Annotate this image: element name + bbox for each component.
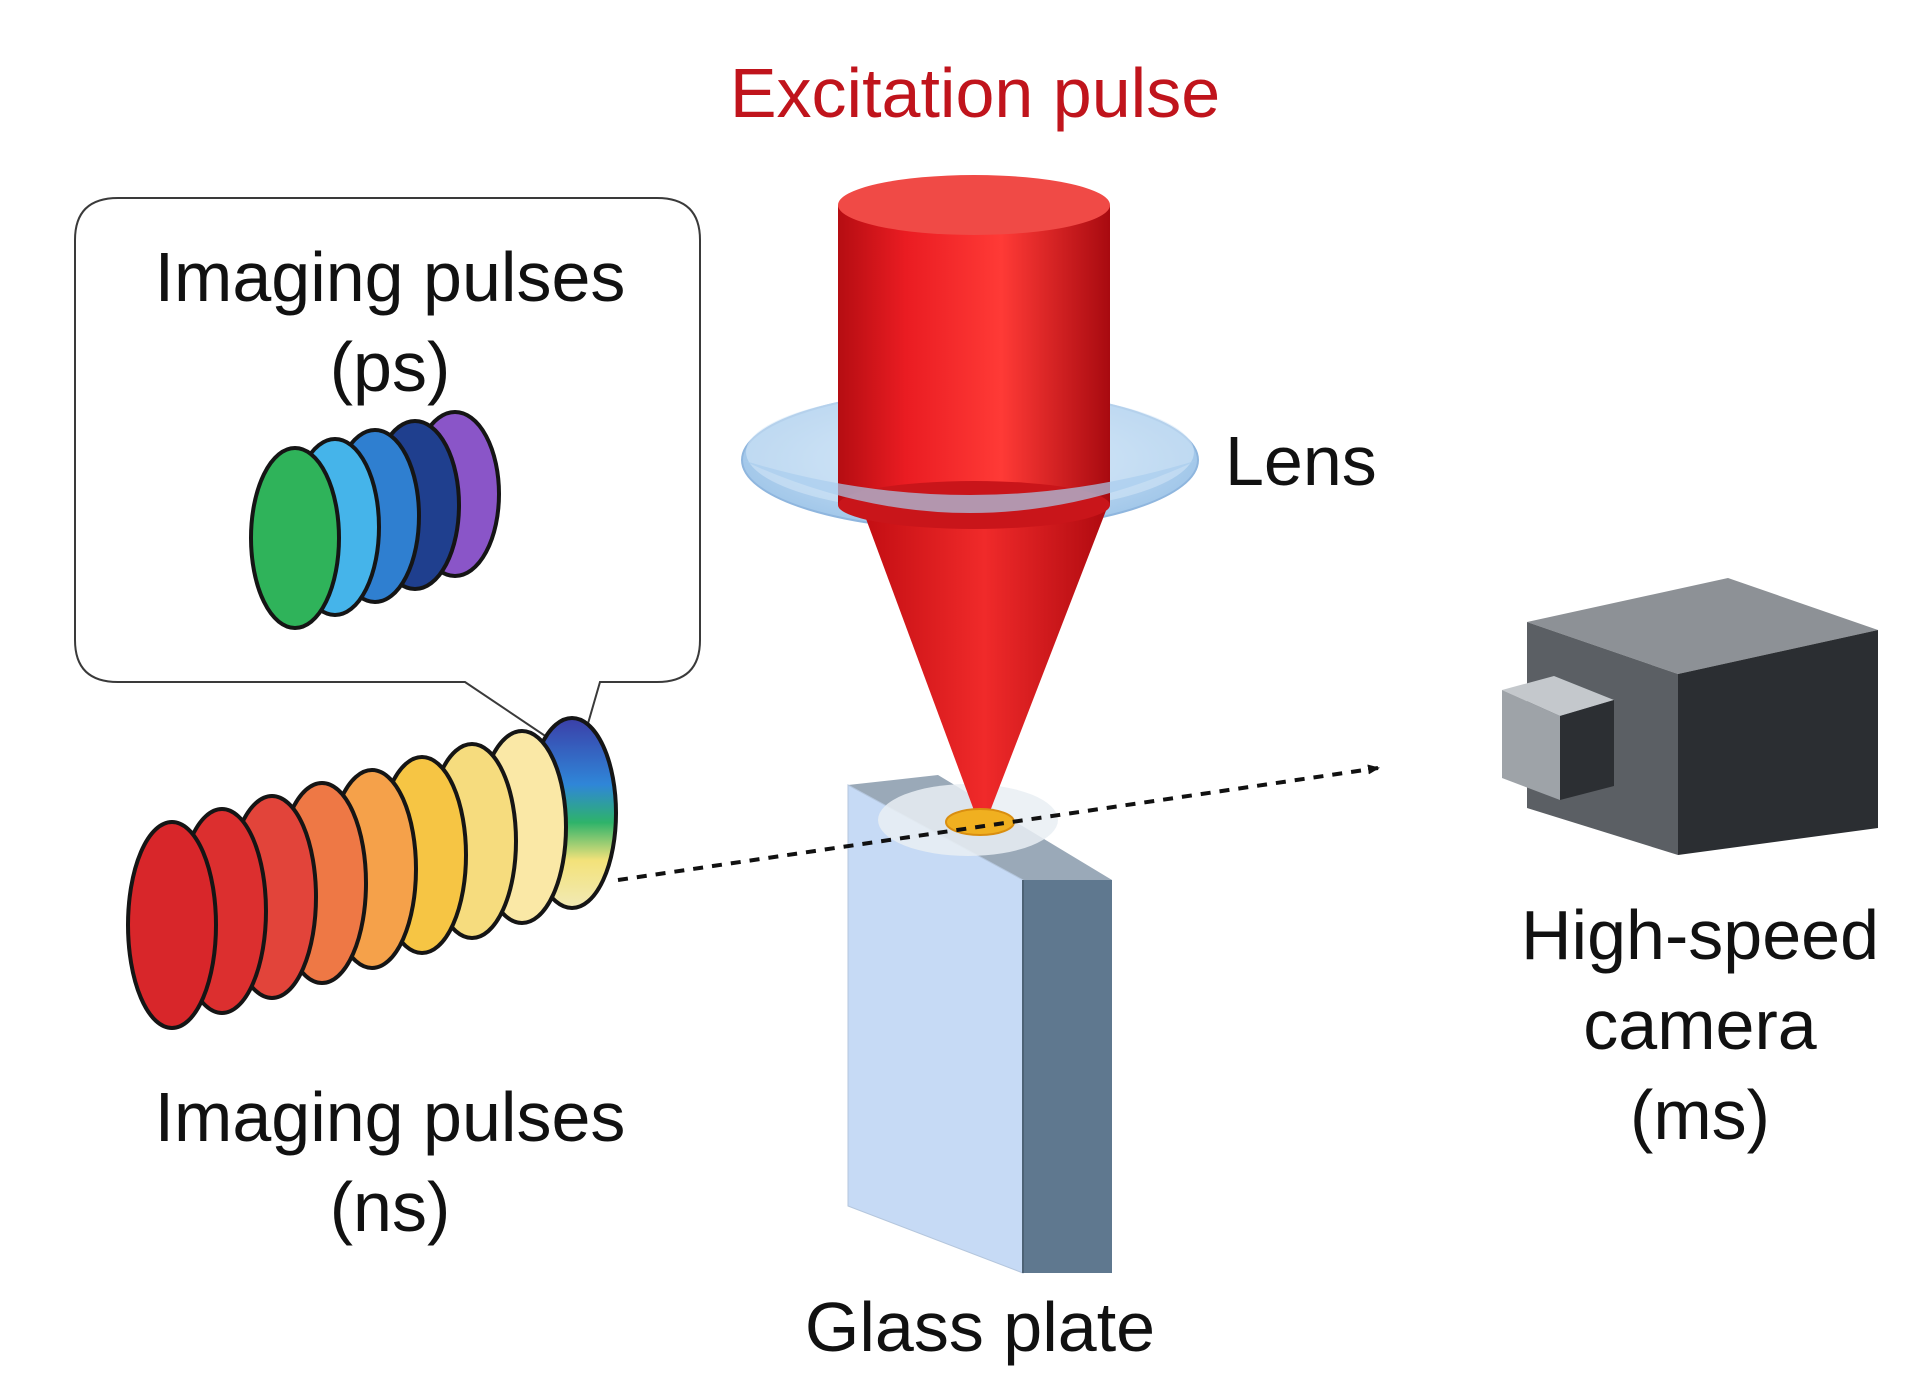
imaging-pulses-ps-line2: (ps) — [329, 328, 451, 406]
camera-label-line1: High-speed — [1521, 896, 1879, 974]
excitation-pulse-label: Excitation pulse — [729, 54, 1221, 132]
probe-path-arrow — [617, 764, 1380, 882]
pulse-disks-ps — [249, 410, 501, 630]
pulse-disk-ns — [126, 820, 218, 1030]
imaging-pulses-ns-line2: (ns) — [329, 1168, 451, 1246]
imaging-pulses-ps-line1: Imaging pulses — [154, 238, 626, 316]
focus-spot — [945, 808, 1015, 836]
imaging-pulses-ns-label: Imaging pulses (ns) — [90, 1072, 690, 1252]
focused-beam-cone — [862, 508, 1107, 832]
lens-front — [742, 460, 1198, 513]
pulse-disks-ns — [126, 716, 618, 1030]
glass-plate-label: Glass plate — [804, 1288, 1156, 1366]
imaging-pulses-ps-label: Imaging pulses (ps) — [90, 232, 690, 412]
camera-label-line2: camera — [1583, 986, 1817, 1064]
glass-plate — [847, 775, 1112, 1274]
imaging-pulses-ns-line1: Imaging pulses — [154, 1078, 626, 1156]
lens-label: Lens — [1225, 422, 1377, 500]
excitation-beam — [838, 175, 1110, 529]
camera-label-line3: (ms) — [1630, 1076, 1770, 1154]
camera-icon — [1502, 578, 1878, 855]
pulse-disk-ps — [249, 446, 341, 630]
high-speed-camera-label: High-speed camera (ms) — [1490, 890, 1910, 1160]
